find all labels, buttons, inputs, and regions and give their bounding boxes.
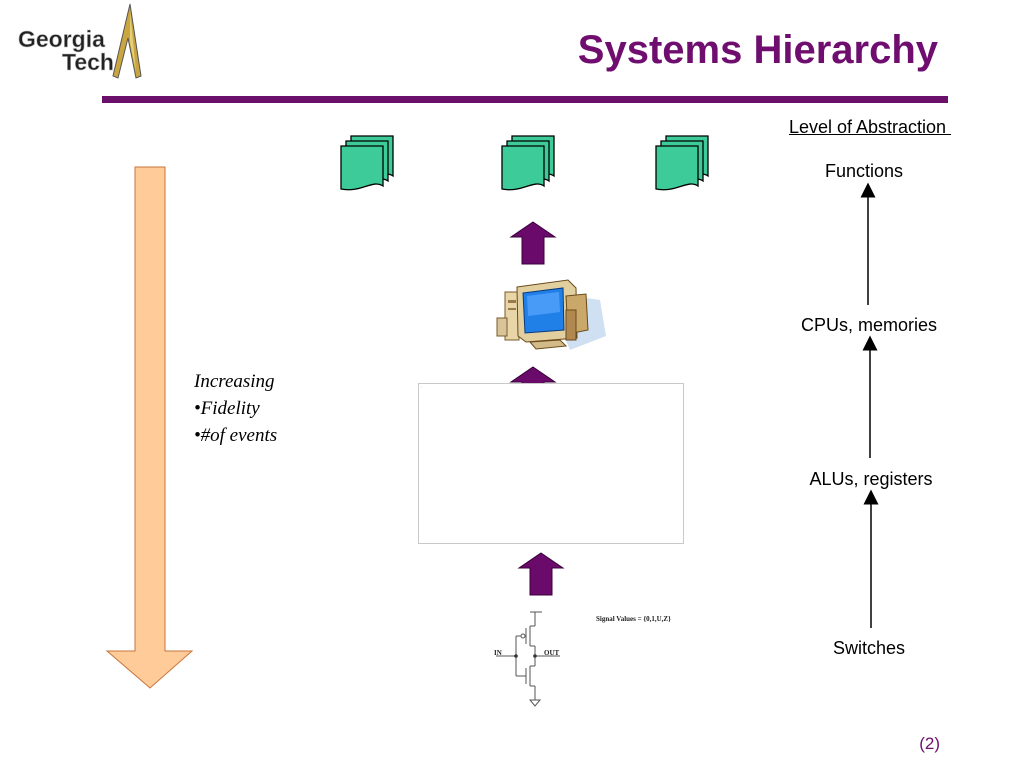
notes-bullet-events: •#of events — [194, 425, 278, 446]
up-arrow-icon — [517, 552, 565, 596]
svg-text:Tech: Tech — [62, 49, 114, 75]
level-alus-registers: ALUs, registers — [809, 469, 933, 489]
title-underline-bar — [102, 96, 948, 103]
notes-bullet-fidelity: •Fidelity — [194, 398, 260, 419]
fidelity-down-arrow — [105, 166, 194, 689]
inverter-in-label: IN — [494, 649, 502, 657]
up-arrow-icon — [509, 221, 557, 265]
fidelity-notes: Increasing •Fidelity •#of events — [194, 368, 277, 449]
slide-title: Systems Hierarchy — [577, 28, 938, 72]
signal-values-label: Signal Values = {0,1,U,Z} — [596, 615, 671, 623]
abstraction-heading: Level of Abstraction — [788, 117, 952, 137]
simulation-window-caption: ▫ — [421, 385, 423, 389]
georgia-tech-logo: Georgia Tech — [18, 3, 142, 79]
cmos-inverter-schematic — [496, 611, 560, 707]
inverter-output-node — [533, 654, 537, 658]
document-stack-icon — [655, 135, 709, 191]
level-functions: Functions — [824, 161, 904, 181]
notes-heading: Increasing — [194, 371, 275, 392]
inverter-out-label: OUT — [544, 649, 560, 657]
page-number: (2) — [919, 734, 940, 753]
document-stack-icon — [501, 135, 555, 191]
level-switches: Switches — [832, 638, 906, 658]
svg-text:Georgia: Georgia — [18, 26, 105, 52]
level-cpus-memories: CPUs, memories — [800, 315, 938, 335]
computer-icon — [496, 279, 606, 350]
document-stack-icon — [340, 135, 394, 191]
simulation-window: ▫ — [418, 383, 684, 544]
inverter-input-node — [514, 654, 518, 658]
